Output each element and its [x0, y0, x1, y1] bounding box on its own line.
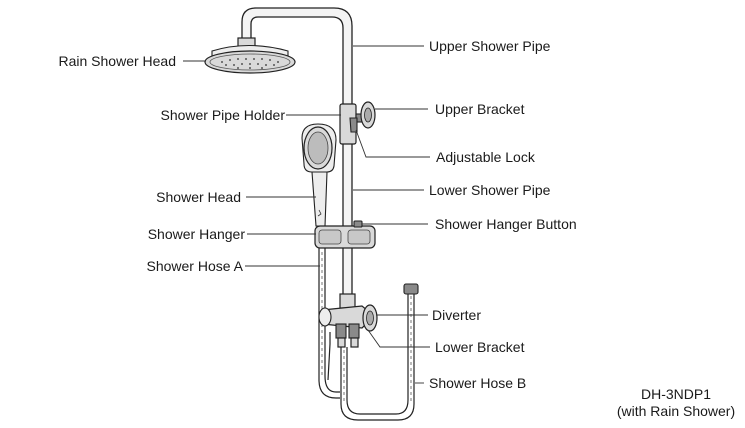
label-shower-head: Shower Head [156, 189, 241, 205]
label-adjustable-lock: Adjustable Lock [436, 149, 536, 165]
leader-lines [183, 45, 430, 384]
rain-shower-head [204, 45, 296, 74]
label-shower-hanger-button: Shower Hanger Button [435, 216, 577, 232]
label-diverter: Diverter [432, 307, 481, 323]
label-lower-bracket: Lower Bracket [435, 339, 525, 355]
shower-hanger-button [353, 220, 363, 228]
label-lower-shower-pipe: Lower Shower Pipe [429, 182, 551, 198]
shower-illustration [204, 7, 419, 421]
label-shower-hose-a: Shower Hose A [147, 258, 244, 274]
upper-bracket [360, 101, 376, 129]
shower-hose-b [340, 283, 419, 421]
label-shower-pipe-holder: Shower Pipe Holder [160, 107, 285, 123]
diverter [318, 293, 370, 348]
label-shower-hanger: Shower Hanger [148, 226, 246, 242]
hand-shower-head [301, 123, 337, 227]
lower-bracket [362, 304, 378, 332]
label-shower-hose-b: Shower Hose B [429, 375, 526, 391]
label-upper-shower-pipe: Upper Shower Pipe [429, 38, 551, 54]
lower-shower-pipe [342, 139, 353, 299]
model-variant: (with Rain Shower) [617, 403, 735, 419]
label-upper-bracket: Upper Bracket [435, 101, 525, 117]
model-code: DH-3NDP1 [641, 386, 711, 402]
shower-hanger [314, 225, 376, 249]
label-rain-shower-head: Rain Shower Head [58, 53, 176, 69]
adjustable-lock [349, 117, 358, 133]
